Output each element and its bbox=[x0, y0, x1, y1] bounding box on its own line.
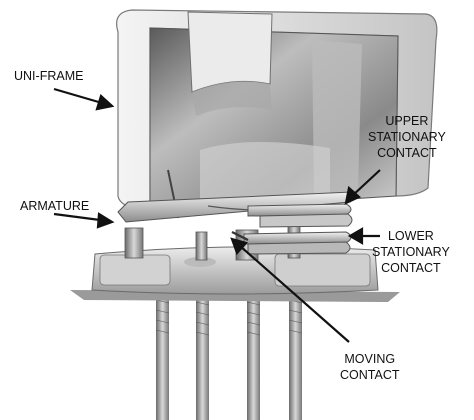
label-lower-stationary-contact: LOWER STATIONARY CONTACT bbox=[372, 228, 450, 276]
pin-3 bbox=[247, 292, 260, 420]
pin-1 bbox=[156, 290, 169, 420]
header-base bbox=[70, 246, 400, 302]
label-moving-contact: MOVING CONTACT bbox=[340, 351, 400, 383]
pin-2 bbox=[196, 292, 209, 420]
label-upper-line-3: CONTACT bbox=[377, 146, 437, 160]
label-upper-line-1: UPPER bbox=[385, 114, 429, 128]
label-lower-line-2: STATIONARY bbox=[372, 245, 450, 259]
label-upper-stationary-contact: UPPER STATIONARY CONTACT bbox=[368, 113, 446, 161]
label-upper-line-2: STATIONARY bbox=[368, 130, 446, 144]
label-uni-frame: UNI-FRAME bbox=[14, 69, 84, 83]
label-lower-line-1: LOWER bbox=[387, 229, 434, 243]
leader-arrows bbox=[53, 87, 381, 343]
arrow-armature bbox=[53, 212, 101, 222]
arrow-upper-contact bbox=[351, 169, 381, 197]
uni-frame-body bbox=[116, 9, 438, 219]
label-lower-line-3: CONTACT bbox=[381, 261, 441, 275]
contact-springs bbox=[231, 203, 353, 255]
arrow-moving-contact bbox=[239, 245, 350, 343]
arrow-uni-frame bbox=[53, 87, 103, 105]
label-armature: ARMATURE bbox=[20, 199, 90, 213]
terminal-pins bbox=[155, 290, 303, 420]
label-moving-line-2: CONTACT bbox=[340, 368, 400, 382]
label-moving-line-1: MOVING bbox=[344, 352, 396, 366]
pin-4 bbox=[289, 290, 302, 420]
